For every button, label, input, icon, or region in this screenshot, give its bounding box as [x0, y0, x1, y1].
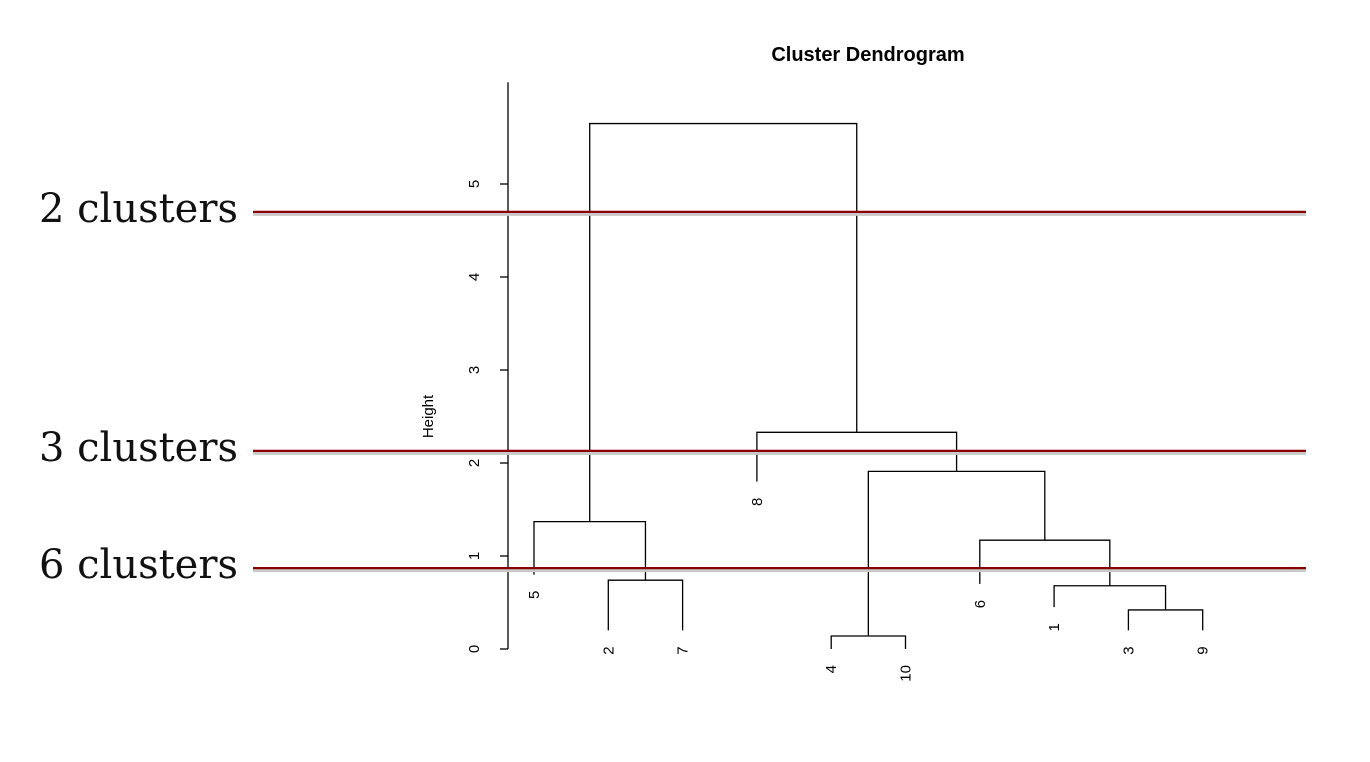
dendrogram-branches — [533, 122, 1204, 649]
chart-title: Cluster Dendrogram — [771, 44, 964, 66]
y-axis: 0 1 2 3 4 5 — [466, 82, 509, 653]
y-tick-label: 5 — [466, 180, 483, 188]
dendrogram-branch — [830, 635, 907, 649]
y-axis-label: Height — [420, 394, 437, 438]
leaf-label: 5 — [526, 591, 543, 599]
y-tick-label: 3 — [466, 366, 483, 374]
dendrogram-branch — [589, 122, 858, 522]
cut-line-label: 6 clusters — [39, 542, 238, 588]
cut-lines: 2 clusters 3 clusters 6 clusters — [39, 186, 1306, 588]
leaf-label: 4 — [823, 665, 840, 673]
dendrogram-branch — [756, 431, 958, 482]
y-tick-label: 1 — [466, 552, 483, 560]
leaf-label: 3 — [1120, 646, 1137, 654]
dendrogram-branch — [1127, 609, 1204, 631]
cut-line-label: 3 clusters — [39, 425, 238, 471]
y-tick-label: 0 — [466, 645, 483, 653]
y-tick-label: 2 — [466, 459, 483, 467]
leaf-label: 8 — [749, 498, 766, 506]
leaf-label: 9 — [1195, 646, 1212, 654]
leaf-label: 2 — [600, 646, 617, 654]
leaf-label: 10 — [898, 665, 915, 682]
dendrogram-branch — [979, 539, 1111, 586]
dendrogram-branch — [1053, 585, 1167, 610]
leaf-label: 6 — [972, 600, 989, 608]
leaf-label: 7 — [675, 646, 692, 654]
dendrogram-branch — [867, 470, 1046, 636]
y-tick-label: 4 — [466, 273, 483, 281]
dendrogram-branch — [607, 579, 684, 631]
leaf-labels: 5 2 7 8 4 10 6 1 3 9 — [526, 498, 1212, 682]
cut-line-label: 2 clusters — [39, 186, 238, 232]
leaf-label: 1 — [1046, 623, 1063, 631]
